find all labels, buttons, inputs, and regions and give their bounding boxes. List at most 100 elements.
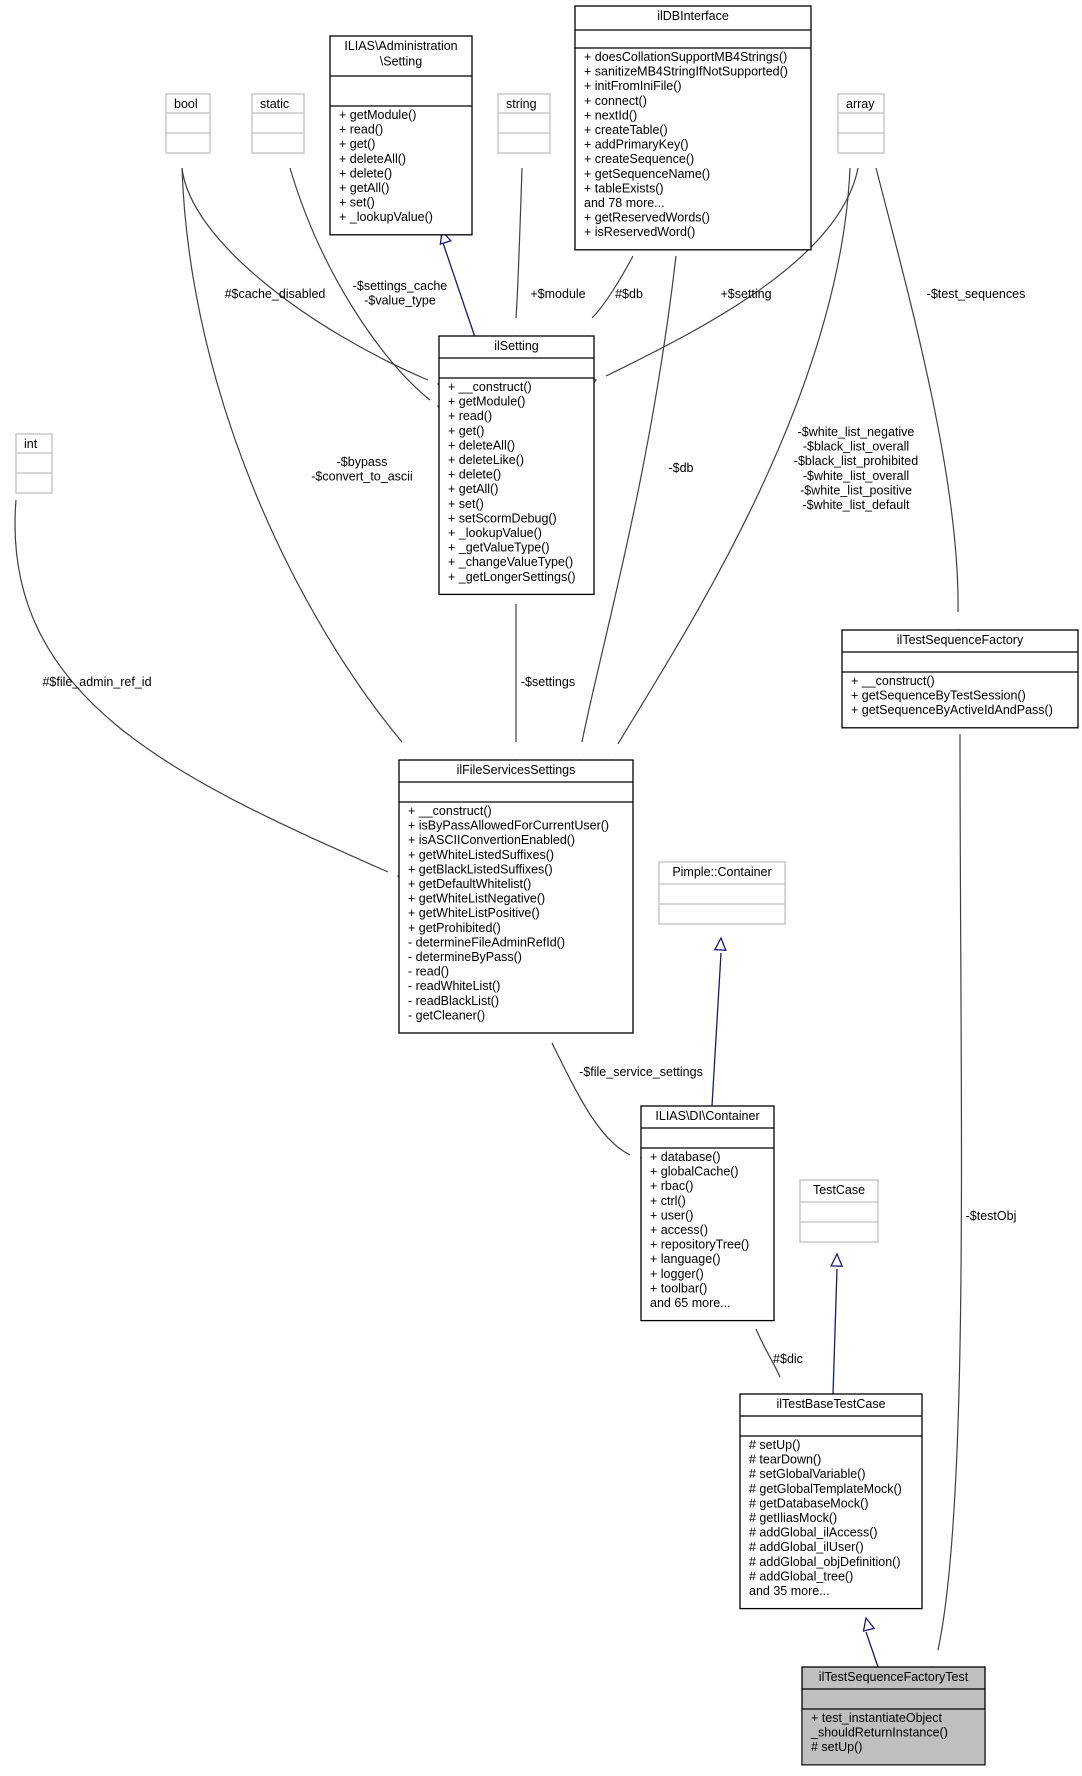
iltestbasetestcase-class-member: # addGlobal_ilUser() — [749, 1540, 864, 1554]
ilsetting-class-member: + getModule() — [448, 395, 525, 409]
administration-setting-class-member: + set() — [339, 196, 375, 210]
edge-static-to-ilsetting — [289, 167, 431, 401]
ilfileservicessettings-class-title: ilFileServicesSettings — [457, 763, 576, 777]
ilsetting-class[interactable]: ilSetting+ __construct()+ getModule()+ r… — [438, 335, 595, 596]
edge-sequencefactory-to-test — [937, 733, 963, 1651]
ildbinterface-class-member: + nextId() — [584, 108, 637, 122]
iltestbasetestcase-class-member: # setGlobalVariable() — [749, 1467, 866, 1481]
di-container-class-member: + repositoryTree() — [650, 1238, 749, 1252]
iltestbasetestcase-class-member: # getDatabaseMock() — [749, 1496, 869, 1510]
iltestsequencefactory-class[interactable]: ilTestSequenceFactory+ __construct()+ ge… — [841, 629, 1079, 729]
ildbinterface-class-member: + createSequence() — [584, 152, 694, 166]
edge-label-module: +$module — [530, 287, 585, 301]
ilfileservicessettings-class[interactable]: ilFileServicesSettings+ __construct()+ i… — [398, 759, 634, 1034]
testcase-class-box — [799, 1179, 879, 1243]
edge-label-db-files: -$db — [668, 461, 693, 475]
edge-dicontainer-to-testbase — [755, 1328, 781, 1378]
array-type-box — [837, 93, 885, 154]
edge-label-settings-cache: -$settings_cache-$value_type — [353, 279, 448, 308]
edge-dicontainer-inherits-pimple — [711, 952, 722, 1107]
ildbinterface-class[interactable]: ilDBInterface + doesCollationSupportMB4St… — [574, 5, 812, 251]
administration-setting-class-title: ILIAS\Administration — [344, 39, 457, 53]
array-type[interactable]: array — [837, 93, 885, 154]
string-type[interactable]: string — [497, 93, 551, 154]
di-container-class-member: + database() — [650, 1150, 721, 1164]
di-container-class-box — [640, 1105, 775, 1322]
static-type[interactable]: static — [251, 93, 305, 154]
edge-label-test-sequences: -$test_sequences — [927, 287, 1026, 301]
ilsetting-class-member: + deleteAll() — [448, 438, 515, 452]
di-container-class-member: + toolbar() — [650, 1281, 707, 1295]
iltestsequencefactory-class-member: + getSequenceByTestSession() — [851, 689, 1026, 703]
edge-label-line: -$white_list_overall — [803, 469, 909, 483]
ildbinterface-class-member: + doesCollationSupportMB4Strings() — [584, 50, 787, 64]
iltestsequencefactory-class-box — [841, 629, 1079, 729]
edge-testbase-inherits-testcase — [832, 1268, 838, 1395]
iltestbasetestcase-class[interactable]: ilTestBaseTestCase# setUp()# tearDown()#… — [739, 1393, 923, 1610]
edge-dicontainer-inherits-pimple-arrowhead — [713, 936, 727, 951]
iltestsequencefactorytest-class[interactable]: ilTestSequenceFactoryTest+ test_instanti… — [801, 1666, 986, 1766]
di-container-class-member: + ctrl() — [650, 1194, 686, 1208]
ilsetting-class-member: + get() — [448, 424, 484, 438]
ilsetting-class-member: + _changeValueType() — [448, 555, 573, 569]
testcase-class[interactable]: TestCase — [799, 1179, 879, 1243]
ilfileservicessettings-class-member: + getProhibited() — [408, 921, 501, 935]
edge-ildb-to-fileservices — [581, 255, 677, 743]
edge-label-line: -$db — [668, 461, 693, 475]
iltestbasetestcase-class-member: # tearDown() — [749, 1453, 821, 1467]
ilfileservicessettings-class-member: + isByPassAllowedForCurrentUser() — [408, 819, 609, 833]
static-type-box — [251, 93, 305, 154]
ilfileservicessettings-class-box — [398, 759, 634, 1034]
pimple-container-class[interactable]: Pimple::Container — [658, 861, 786, 925]
edge-label-line: +$setting — [720, 287, 771, 301]
ildbinterface-class-member: + createTable() — [584, 123, 668, 137]
di-container-class-member: and 65 more... — [650, 1296, 731, 1310]
pimple-container-class-title: Pimple::Container — [672, 865, 771, 879]
ilsetting-class-member: + _getValueType() — [448, 541, 550, 555]
edge-label-dic: #$dic — [773, 1352, 803, 1366]
edge-label-cache-disabled: #$cache_disabled — [225, 287, 326, 301]
edge-label-line: -$file_service_settings — [579, 1065, 703, 1079]
ilfileservicessettings-class-member: - readBlackList() — [408, 994, 499, 1008]
di-container-class-member: + access() — [650, 1223, 708, 1237]
ildbinterface-class-title: ilDBInterface — [657, 9, 729, 23]
iltestbasetestcase-class-member: # getGlobalTemplateMock() — [749, 1482, 902, 1496]
edge-ildb-to-ilsetting — [591, 255, 634, 319]
int-type-title: int — [24, 437, 38, 451]
ildbinterface-class-member: + getSequenceName() — [584, 167, 710, 181]
edge-label-line: -$white_list_negative — [798, 425, 915, 439]
ilfileservicessettings-class-member: - readWhiteList() — [408, 979, 500, 993]
iltestsequencefactorytest-class-member: _shouldReturnInstance() — [810, 1726, 948, 1740]
di-container-class[interactable]: ILIAS\DI\Container+ database()+ globalCa… — [640, 1105, 775, 1322]
administration-setting-class[interactable]: ILIAS\Administration\Setting+ getModule(… — [329, 35, 473, 236]
di-container-class-member: + rbac() — [650, 1179, 693, 1193]
int-type[interactable]: int — [15, 433, 53, 494]
edge-label-file-service-settings: -$file_service_settings — [579, 1065, 703, 1079]
edge-array-to-ilsetting — [605, 167, 859, 377]
ilfileservicessettings-class-member: + isASCIIConvertionEnabled() — [408, 833, 575, 847]
bool-type[interactable]: bool — [165, 93, 211, 154]
iltestbasetestcase-class-title: ilTestBaseTestCase — [776, 1397, 885, 1411]
ilsetting-class-member: + deleteLike() — [448, 453, 524, 467]
edge-label-file-admin-ref-id: #$file_admin_ref_id — [42, 675, 151, 689]
edge-bool-to-fileservices — [181, 167, 403, 743]
edge-ilsetting-inherits-adminsetting — [441, 239, 481, 353]
ilsetting-class-box — [438, 335, 595, 596]
edge-label-line: -$settings — [521, 675, 575, 689]
ildbinterface-class-member: and 78 more... — [584, 196, 665, 210]
array-type-title: array — [846, 97, 875, 111]
ilfileservicessettings-class-member: - determineByPass() — [408, 950, 522, 964]
string-type-title: string — [506, 97, 537, 111]
administration-setting-class-box — [329, 35, 473, 236]
administration-setting-class-member: + getAll() — [339, 181, 389, 195]
ilsetting-class-member: + _getLongerSettings() — [448, 570, 576, 584]
edge-array-to-fileservices — [617, 167, 851, 745]
bool-type-box — [165, 93, 211, 154]
edge-label-line: -$bypass — [337, 455, 388, 469]
ilsetting-class-member: + setScormDebug() — [448, 511, 557, 525]
iltestbasetestcase-class-member: # addGlobal_objDefinition() — [749, 1555, 900, 1569]
ildbinterface-class-box — [574, 5, 812, 251]
pimple-container-class-box — [658, 861, 786, 925]
edge-test-inherits-testbase — [865, 1631, 879, 1668]
edge-label-line: -$convert_to_ascii — [311, 470, 412, 484]
